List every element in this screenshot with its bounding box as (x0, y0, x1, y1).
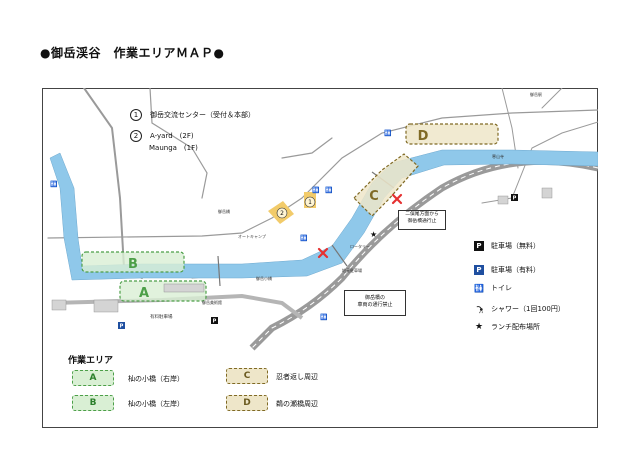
area-d-key: D (226, 395, 268, 411)
svg-text:★: ★ (370, 230, 377, 239)
facility-1-entry: 1 御岳交流センター（受付＆本部） (130, 109, 255, 121)
svg-text:P: P (513, 196, 517, 202)
work-areas-title: 作業エリア (68, 356, 114, 366)
parking-marker-icon: P P P (118, 194, 518, 330)
svg-text:🚻: 🚻 (50, 180, 58, 188)
legend-toilet: 🚻 トイレ (474, 283, 512, 293)
svg-text:🚻: 🚻 (300, 234, 308, 242)
facility-1-map-num: 1 (308, 199, 312, 206)
page-title: ●御岳渓谷 作業エリアＭＡＰ● (40, 46, 225, 60)
toilet-legend-icon: 🚻 (474, 283, 484, 293)
legend-lunch: ★ ランチ配布場所 (474, 322, 540, 332)
svg-text:ロータリー: ロータリー (350, 243, 370, 249)
legend-paid-parking: P 駐車場（有料） (474, 265, 540, 275)
svg-text:🚻: 🚻 (325, 186, 333, 194)
svg-text:御岳駅: 御岳駅 (530, 91, 542, 97)
toilet-icon: 🚻 🚻 🚻 🚻 🚻 🚻 (50, 129, 392, 321)
area-b-map-label: B (128, 257, 138, 272)
area-d-zone[interactable]: D (405, 123, 499, 145)
svg-text:御岳美術館: 御岳美術館 (202, 299, 222, 305)
svg-text:P: P (120, 324, 124, 330)
facility-2-number: 2 (130, 130, 142, 142)
svg-text:御岳小橋: 御岳小橋 (256, 275, 272, 281)
legend-toilet-label: トイレ (491, 284, 512, 292)
legend-free-parking-label: 駐車場（無料） (491, 242, 540, 250)
svg-text:🚻: 🚻 (312, 186, 320, 194)
facility-1-badge[interactable]: 1 (304, 192, 316, 208)
parking-free-icon: P (474, 241, 484, 251)
legend-shower-label: シャワー（1回100円） (491, 305, 565, 313)
facility-1-number: 1 (130, 109, 142, 121)
facility-2-badge[interactable]: 2 (268, 201, 294, 224)
svg-text:オートキャンプ: オートキャンプ (238, 233, 266, 239)
svg-text:🚻: 🚻 (320, 313, 328, 321)
area-c-zone[interactable]: C (353, 153, 419, 217)
legend-lunch-label: ランチ配布場所 (491, 323, 540, 331)
area-c-key: C (226, 368, 268, 384)
facility-2-entry: 2 A-yard (2F) (130, 130, 194, 142)
crossing-note: 御岳橋の 車両の通行禁止 (344, 290, 406, 316)
area-b-label: 杣の小橋（左岸） (128, 400, 184, 408)
facility-2-label: A-yard (2F) (150, 132, 194, 140)
legend-shower: シャワー（1回100円） (474, 304, 565, 314)
svg-text:🚻: 🚻 (384, 129, 392, 137)
area-a-label: 杣の小橋（右岸） (128, 375, 184, 383)
area-a-map-label: A (139, 286, 149, 301)
svg-text:御岳橋: 御岳橋 (218, 208, 230, 214)
buildings (51, 187, 553, 313)
facility-1-label: 御岳交流センター（受付＆本部） (150, 111, 255, 119)
closure-cross-icon (317, 193, 403, 259)
shower-icon (474, 304, 484, 314)
legend-free-parking: P 駐車場（無料） (474, 241, 540, 251)
map-labels: 御岳橋 オートキャンプ 御岳小橋 ロータリー 寒山寺 御岳駅 御岳美術館 地元駐… (202, 91, 542, 305)
area-d-map-label: D (418, 129, 429, 144)
star-legend-icon: ★ (474, 322, 484, 332)
map-frame (42, 88, 598, 428)
facility-2-map-num: 2 (280, 210, 284, 217)
area-b-key: B (72, 395, 114, 411)
legend-paid-parking-label: 駐車場（有料） (491, 266, 540, 274)
area-a-key: A (72, 370, 114, 386)
map-canvas[interactable]: B A C D 2 1 ★ ★ 🚻 🚻 🚻 🚻 🚻 🚻 (42, 88, 598, 428)
facility-2-sub-label: Maunga (1F) (149, 144, 198, 152)
svg-text:地元駐車場: 地元駐車場 (342, 267, 362, 273)
area-b-zone[interactable]: B (81, 251, 185, 273)
parking-note: 有料駐車場 (150, 315, 173, 320)
svg-text:P: P (213, 319, 217, 325)
closure-note: 二俣尾方面から 御岳橋通行止 (398, 210, 446, 230)
svg-text:寒山寺: 寒山寺 (492, 153, 504, 159)
parking-paid-icon: P (474, 265, 484, 275)
area-c-label: 忍者返し周辺 (276, 373, 318, 381)
area-d-label: 鵜の瀬橋周辺 (276, 400, 318, 408)
area-c-map-label: C (369, 189, 379, 204)
